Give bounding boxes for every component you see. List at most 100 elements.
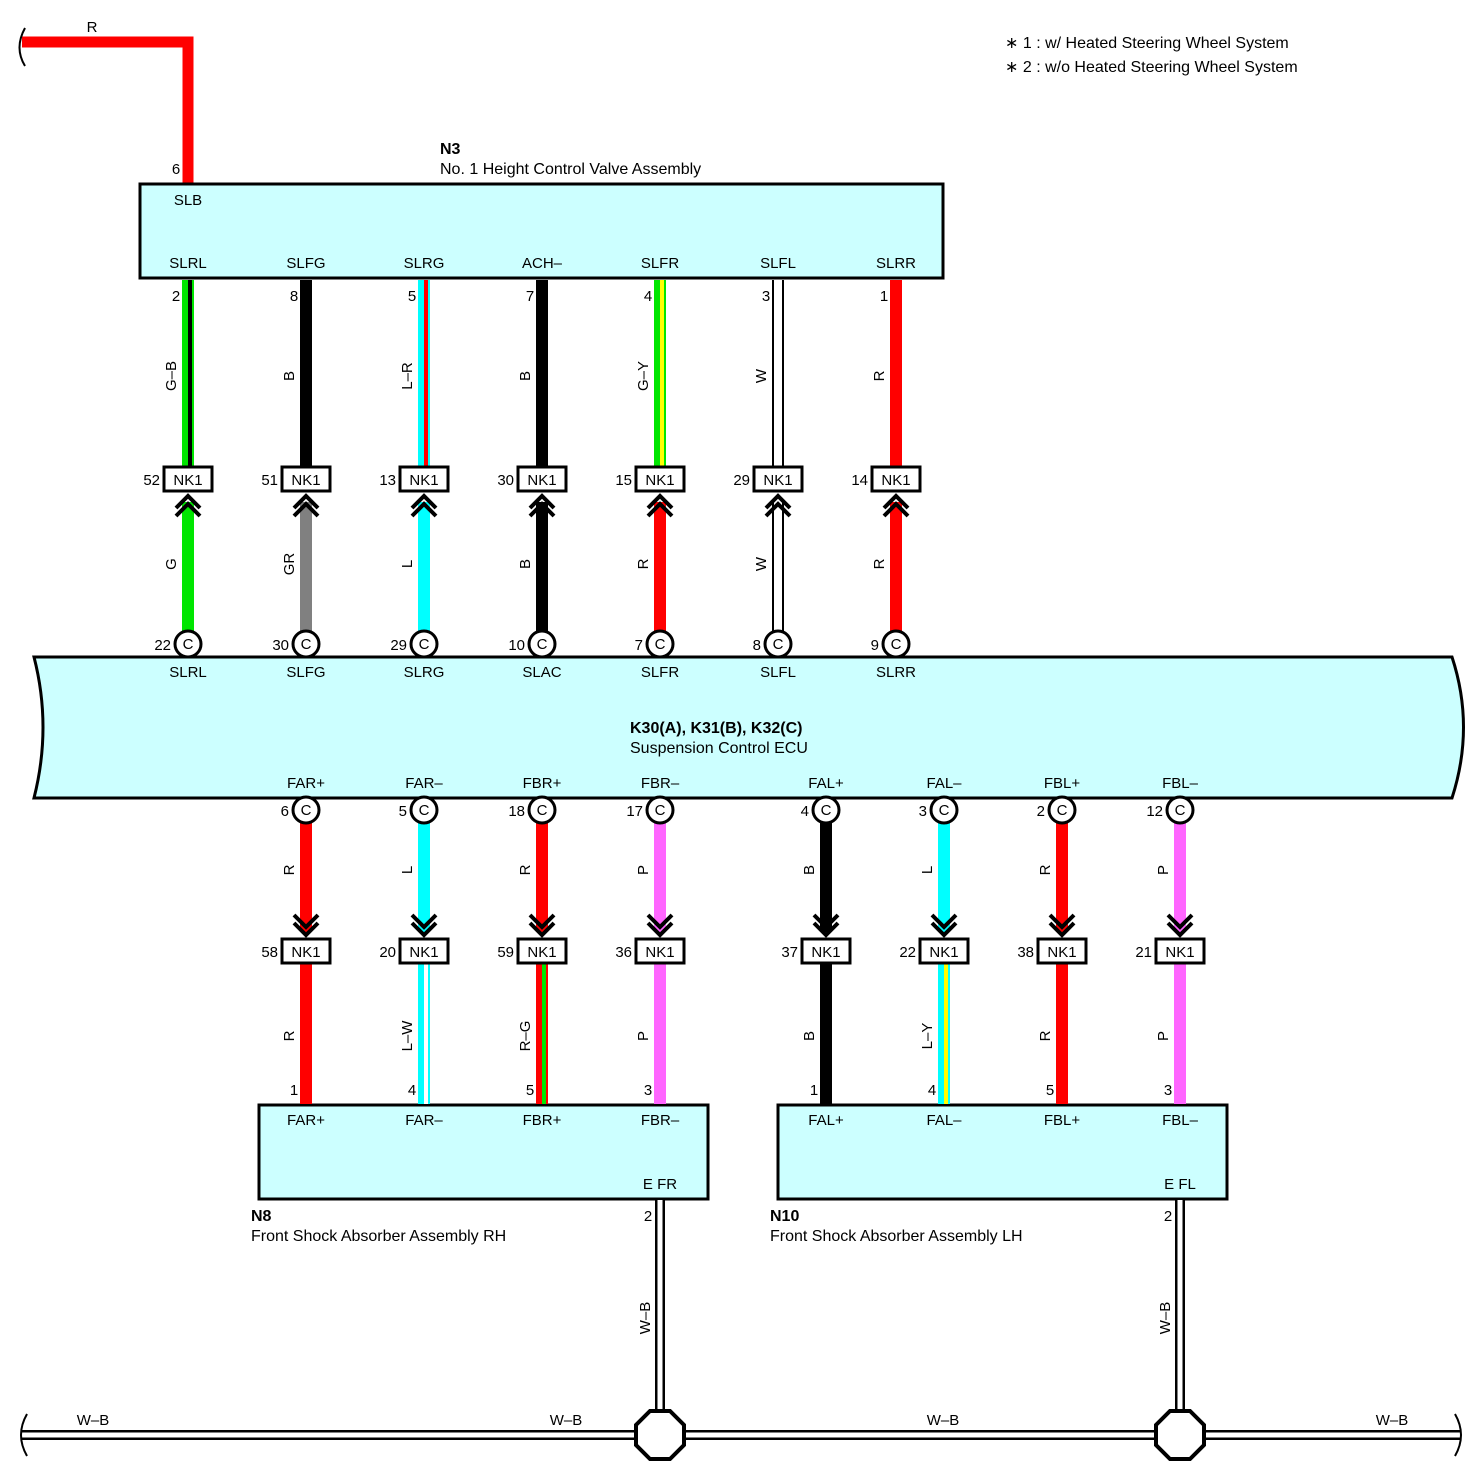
circuit-fbr-minus-nk1-label: NK1: [645, 944, 674, 961]
circuit-far-plus-absorber-terminal: FAR+: [287, 1112, 325, 1129]
circuit-fal-plus-lower-color: B: [801, 1031, 818, 1041]
circuit-fal-plus-absorber-pin: 1: [810, 1082, 818, 1099]
circuit-fbl-plus-ecu-connector: C: [1057, 802, 1068, 819]
n8-ground-wire-color: W–B: [637, 1302, 654, 1335]
circuit-fbr-minus-upper-color: P: [635, 865, 652, 875]
circuit-fal-minus-connector-arrow-a: [930, 913, 958, 930]
n8-name: Front Shock Absorber Assembly RH: [251, 1228, 506, 1245]
circuit-slrr-connector-arrow-a: [882, 493, 910, 510]
ecu-id: K30(A), K31(B), K32(C): [630, 720, 802, 737]
supply-wire-break: [18, 27, 26, 67]
circuit-fbl-plus-nk1-label: NK1: [1047, 944, 1076, 961]
circuit-slrr-nk1-label: NK1: [881, 472, 910, 489]
circuit-slrr-ecu-pin-circle: [881, 629, 911, 659]
circuit-slfg-nk1-box: [280, 465, 332, 493]
n3-slb-terminal: SLB: [174, 192, 202, 209]
n10-name: Front Shock Absorber Assembly LH: [770, 1228, 1023, 1245]
circuit-far-plus-connector-arrow-a: [292, 913, 320, 930]
circuit-slrg-nk1-pin: 13: [379, 472, 396, 489]
circuit-slfg-connector-arrow-a: [292, 493, 320, 510]
circuit-fal-plus-connector-arrow-a: [812, 913, 840, 930]
circuit-fbr-plus-connector-arrow-b: [528, 921, 556, 938]
circuit-slrl-nk1-label: NK1: [173, 472, 202, 489]
n10-ground-terminal: E FL: [1164, 1176, 1196, 1193]
circuit-fbr-minus-ecu-terminal: FBR–: [641, 775, 680, 792]
circuit-fbl-plus-absorber-pin: 5: [1046, 1082, 1054, 1099]
circuit-fbl-plus-ecu-terminal: FBL+: [1044, 775, 1081, 792]
circuit-fbl-minus-connector-arrow-a: [1166, 913, 1194, 930]
circuit-fbl-minus-ecu-pin-circle: [1165, 795, 1195, 825]
circuit-slrg-ecu-pin-circle: [409, 629, 439, 659]
circuit-slfr-ecu-pin-circle: [645, 629, 675, 659]
circuit-fbr-plus-ecu-pin: 18: [508, 803, 525, 820]
circuit-far-plus-upper-color: R: [281, 864, 298, 875]
n8-ground-pin: 2: [644, 1208, 652, 1225]
circuit-fal-minus-ecu-connector: C: [939, 802, 950, 819]
circuit-slfl-ecu-connector: C: [773, 636, 784, 653]
circuit-fal-minus-absorber-terminal: FAL–: [926, 1112, 962, 1129]
circuit-slfr-ecu-pin: 7: [635, 637, 643, 654]
circuit-fbl-plus-nk1-pin: 38: [1017, 944, 1034, 961]
circuit-slfl-nk1-label: NK1: [763, 472, 792, 489]
circuit-fbr-plus-absorber-terminal: FBR+: [523, 1112, 562, 1129]
n8-ground-terminal: E FR: [643, 1176, 677, 1193]
circuit-far-minus-ecu-pin-circle: [409, 795, 439, 825]
circuit-fbr-minus-ecu-pin: 17: [626, 803, 643, 820]
circuit-fbl-plus-connector-arrow-b: [1048, 921, 1076, 938]
n8-id: N8: [251, 1208, 272, 1225]
n10-id: N10: [770, 1208, 799, 1225]
circuit-fbl-plus-ecu-pin: 2: [1037, 803, 1045, 820]
n3-id: N3: [440, 141, 461, 158]
ground-bus-label-1: W–B: [77, 1412, 110, 1429]
circuit-far-minus-nk1-label: NK1: [409, 944, 438, 961]
circuit-far-minus-nk1-box: [398, 937, 450, 965]
circuit-fal-minus-ecu-terminal: FAL–: [926, 775, 962, 792]
circuit-far-plus-ecu-pin: 6: [281, 803, 289, 820]
circuit-slac-connector-arrow-a: [528, 493, 556, 510]
circuit-slfr-n3-pin: 4: [644, 288, 652, 305]
circuit-slfg-nk1-label: NK1: [291, 472, 320, 489]
circuit-slrl-connector-arrow-b: [174, 501, 202, 518]
circuit-slac-n3-pin: 7: [526, 288, 534, 305]
circuit-far-plus-nk1-label: NK1: [291, 944, 320, 961]
circuit-fbr-minus-connector-arrow-a: [646, 913, 674, 930]
circuit-fbl-minus-absorber-terminal: FBL–: [1162, 1112, 1199, 1129]
circuit-slrg-connector-arrow-a: [410, 493, 438, 510]
circuit-fbl-minus-ecu-connector: C: [1175, 802, 1186, 819]
circuit-slfl-ecu-pin-circle: [763, 629, 793, 659]
circuit-slac-nk1-box: [516, 465, 568, 493]
circuit-slrg-nk1-label: NK1: [409, 472, 438, 489]
n10-ground-wire-color: W–B: [1157, 1302, 1174, 1335]
circuit-slfr-nk1-box: [634, 465, 686, 493]
supply-wire: [22, 36, 194, 186]
circuit-fbl-minus-nk1-box: [1154, 937, 1206, 965]
circuit-fbl-minus-connector-arrow-b: [1166, 921, 1194, 938]
circuit-slfg-ecu-connector: C: [301, 636, 312, 653]
circuit-fbl-minus-lower-color: P: [1155, 1031, 1172, 1041]
circuit-fal-minus-ecu-pin-circle: [929, 795, 959, 825]
n3-name: No. 1 Height Control Valve Assembly: [440, 161, 701, 178]
circuit-far-plus-nk1-pin: 58: [261, 944, 278, 961]
circuit-slrr-n3-terminal: SLRR: [876, 255, 916, 272]
circuit-slrg-upper-color: L–R: [399, 362, 416, 390]
circuit-fal-minus-connector-arrow-b: [930, 921, 958, 938]
circuit-slfl-n3-pin: 3: [762, 288, 770, 305]
circuit-slfl-upper-color: W: [753, 368, 770, 383]
circuit-slfr-lower-color: R: [635, 558, 652, 569]
circuit-slfr-connector-arrow-b: [646, 501, 674, 518]
circuit-slfr-upper-color: G–Y: [635, 361, 652, 391]
circuit-slrr-connector-arrow-b: [882, 501, 910, 518]
circuit-fbl-plus-nk1-box: [1036, 937, 1088, 965]
circuit-slfl-nk1-pin: 29: [733, 472, 750, 489]
circuit-slfr-ecu-connector: C: [655, 636, 666, 653]
circuit-slfg-nk1-pin: 51: [261, 472, 278, 489]
circuit-fbl-minus-nk1-label: NK1: [1165, 944, 1194, 961]
circuit-far-minus-ecu-terminal: FAR–: [405, 775, 443, 792]
circuit-slrg-ecu-terminal: SLRG: [404, 664, 445, 681]
circuit-fbr-minus-nk1-box: [634, 937, 686, 965]
supply-wire-color: R: [87, 19, 98, 36]
circuit-fal-plus-connector-arrow-b: [812, 921, 840, 938]
circuit-fal-plus-nk1-pin: 37: [781, 944, 798, 961]
circuit-slfg-lower-color: GR: [281, 553, 298, 576]
